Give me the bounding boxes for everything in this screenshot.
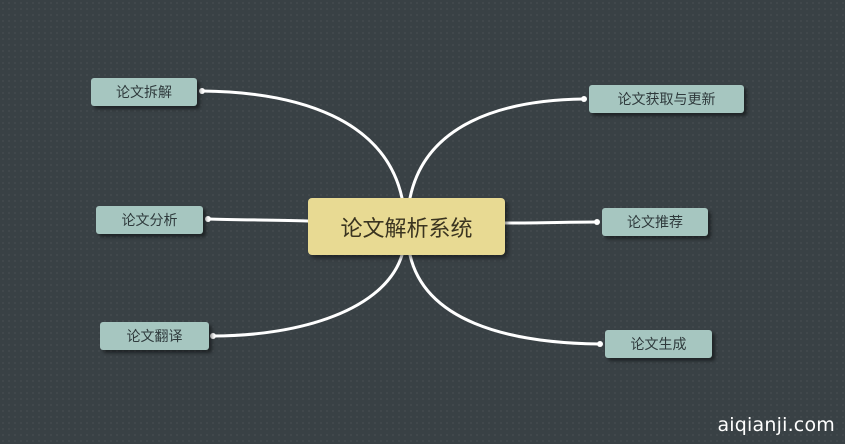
- connector-to-tuijian: [503, 220, 599, 225]
- branch-node-shengcheng[interactable]: 论文生成: [605, 330, 712, 358]
- branch-node-fanyi[interactable]: 论文翻译: [100, 322, 209, 350]
- connector-end-fenxi: [205, 216, 211, 222]
- branch-node-label: 论文分析: [121, 213, 178, 229]
- root-node-label: 论文解析系统: [340, 216, 473, 242]
- branch-node-label: 论文翻译: [126, 329, 183, 345]
- branch-node-chaijie[interactable]: 论文拆解: [91, 78, 197, 106]
- branch-node-label: 论文生成: [630, 337, 687, 353]
- connector-end-tuijian: [594, 219, 600, 225]
- root-node[interactable]: 论文解析系统: [308, 198, 505, 255]
- connector-to-fenxi: [206, 217, 310, 223]
- branch-node-huoqu[interactable]: 论文获取与更新: [589, 85, 744, 113]
- branch-node-label: 论文推荐: [627, 215, 683, 231]
- connector-end-shengcheng: [597, 341, 603, 347]
- connector-to-shengcheng: [408, 253, 602, 346]
- connector-end-chaijie: [199, 88, 205, 94]
- connector-to-fanyi: [211, 253, 404, 338]
- branch-node-label: 论文获取与更新: [617, 92, 716, 108]
- branch-node-fenxi[interactable]: 论文分析: [96, 206, 203, 234]
- branch-node-label: 论文拆解: [116, 85, 172, 101]
- branch-node-tuijian[interactable]: 论文推荐: [602, 208, 708, 236]
- watermark-text: aiqianji.com: [717, 414, 835, 436]
- connector-end-huoqu: [581, 96, 587, 102]
- connector-end-fanyi: [210, 333, 216, 339]
- connector-to-huoqu: [408, 97, 586, 200]
- connector-to-chaijie: [200, 89, 404, 200]
